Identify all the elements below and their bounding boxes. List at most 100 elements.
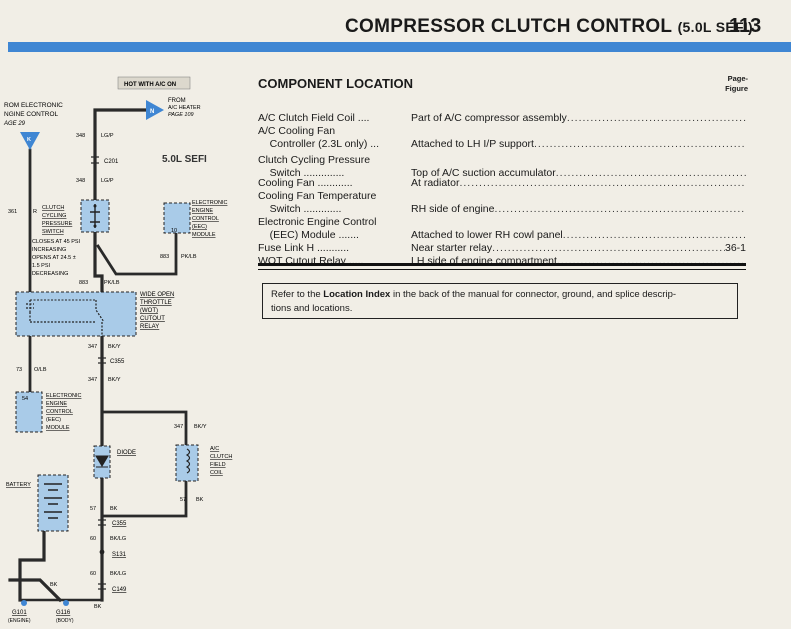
header-rule — [8, 42, 791, 52]
wire-60b: 60 — [90, 571, 96, 577]
component-name-line: Electronic Engine Control — [258, 216, 377, 228]
hot-label: HOT WITH A/C ON — [124, 82, 176, 88]
connector-n — [146, 100, 164, 120]
component-location: Attached to LH I/P support .............… — [411, 138, 746, 150]
eec-module-top — [163, 202, 191, 234]
switch-label-2: CYCLING — [42, 213, 66, 219]
component-name: A/C Cooling Fan Controller (2.3L only) .… — [258, 125, 379, 150]
from-heater-2: A/C HEATER — [168, 105, 201, 111]
wire-361-color: R — [33, 209, 37, 215]
wire-348-label: 348 — [76, 133, 85, 139]
battery-label: BATTERY — [6, 482, 31, 488]
page-figure-heading-1: Page- — [727, 74, 748, 83]
note-bold: Location Index — [323, 289, 391, 300]
eec-bottom-5: MODULE — [46, 425, 70, 431]
eec-bottom-3: CONTROL — [46, 409, 73, 415]
reference-note: Refer to the Location Index in the back … — [262, 283, 738, 319]
wire-57-left-color: BK — [110, 506, 118, 512]
title-subtitle: (5.0L SEFI) — [677, 19, 753, 35]
title-main: COMPRESSOR CLUTCH CONTROL — [345, 16, 672, 37]
location-text: Part of A/C compressor assembly — [411, 112, 567, 124]
wire-60b-color: BK/LG — [110, 571, 126, 577]
ground-g101: G101 — [12, 610, 27, 616]
component-name: Electronic Engine Control (EEC) Module .… — [258, 216, 376, 241]
coil-1: A/C — [210, 446, 219, 452]
wire-883-color: PK/LB — [181, 254, 197, 260]
wot-2: THROTTLE — [140, 300, 172, 306]
connector-c201: C201 — [104, 159, 119, 165]
switch-spec-4: 1.5 PSI — [32, 263, 51, 269]
ground-g116-sub: (BODY) — [56, 618, 74, 624]
connector-c149: C149 — [112, 587, 127, 593]
wire-883b-label: 883 — [79, 280, 88, 286]
location-text: Top of A/C suction accumulator — [411, 166, 556, 179]
coil-3: FIELD — [210, 462, 226, 468]
note-before: Refer to the — [271, 289, 324, 300]
connector-k — [20, 132, 40, 150]
switch-label-1: CLUTCH — [42, 205, 64, 211]
leader-dots: ........................................… — [555, 166, 746, 179]
leader-dots: ........................................… — [562, 228, 746, 241]
wire-73: 73 — [16, 367, 22, 373]
table-rule-thick — [258, 263, 746, 266]
component-name: Cooling Fan Temperature Switch .........… — [258, 190, 376, 215]
switch-spec-1: CLOSES AT 45 PSI — [32, 239, 81, 245]
leader-dots: ........................................… — [533, 137, 746, 150]
coil-4: COIL — [210, 470, 223, 476]
eec-bottom-4: (EEC) — [46, 417, 61, 423]
component-name-line: Fuse Link H ........... — [258, 242, 350, 254]
eec-module-bottom — [15, 391, 43, 433]
leader-dots: ........................................… — [566, 112, 746, 124]
switch-spec-3: OPENS AT 24.5 ± — [32, 255, 76, 261]
switch-label-4: SWITCH — [42, 229, 64, 235]
diode-label: DIODE — [117, 450, 136, 456]
splice-s131: S131 — [112, 552, 127, 558]
connector-k-label: K — [27, 137, 31, 143]
leader-dots: ........................................… — [492, 242, 725, 254]
page-figure: 36-1 — [724, 242, 746, 254]
wot-5: RELAY — [140, 324, 159, 330]
eec-top-1: ELECTRONIC — [192, 200, 227, 206]
component-name: Cooling Fan ............ — [258, 177, 353, 190]
eec-top-pin: 10 — [171, 228, 177, 234]
connector-n-label: N — [150, 109, 154, 115]
location-text: Attached to lower RH cowl panel — [411, 228, 563, 241]
clutch-field-coil — [175, 444, 199, 482]
wire-347c-color: BK/Y — [194, 424, 207, 430]
component-name-line: A/C Cooling Fan — [258, 125, 336, 137]
wire-73-color: O/LB — [34, 367, 47, 373]
page-figure-heading-2: Figure — [725, 84, 748, 93]
ground-g101-sub: (ENGINE) — [8, 618, 31, 624]
component-name-line: (EEC) Module ....... — [258, 228, 359, 241]
ground-g116-icon — [63, 600, 69, 606]
wire-bk-left: BK — [50, 582, 58, 588]
component-name: Clutch Cycling Pressure Switch .........… — [258, 154, 370, 179]
wire-347b-color: BK/Y — [108, 377, 121, 383]
component-name-line: Clutch Cycling Pressure — [258, 154, 371, 166]
connector-c355-top: C355 — [110, 359, 125, 365]
wire-347c: 347 — [174, 424, 183, 430]
eec-bottom-pin: 54 — [22, 396, 28, 402]
eec-top-5: MODULE — [192, 232, 216, 238]
wot-4: CUTOUT — [140, 316, 165, 322]
location-text: At radiator — [411, 177, 460, 189]
wire-bk-bottom: BK — [94, 604, 102, 610]
from-heater-1: FROM — [168, 98, 186, 104]
component-name-line: Controller (2.3L only) ... — [258, 137, 379, 150]
switch-spec-5: DECREASING — [32, 271, 68, 277]
component-name-line: Cooling Fan ............ — [258, 177, 353, 189]
component-location-title: COMPONENT LOCATION — [258, 76, 414, 91]
eec-top-2: ENGINE — [192, 208, 213, 214]
wire-347a-color: BK/Y — [108, 344, 121, 350]
component-name: Fuse Link H ........... — [258, 242, 349, 255]
wire-883-label: 883 — [160, 254, 169, 260]
component-location: Near starter relay .....................… — [411, 242, 746, 254]
from-heater-3: PAGE 109 — [168, 112, 194, 118]
location-text: Attached to LH I/P support — [411, 137, 534, 150]
switch-spec-2: INCREASING — [32, 247, 66, 253]
hot-label-box — [117, 76, 191, 90]
note-after: in the back of the manual for connector,… — [390, 289, 677, 300]
component-location: Part of A/C compressor assembly ........… — [411, 112, 746, 124]
